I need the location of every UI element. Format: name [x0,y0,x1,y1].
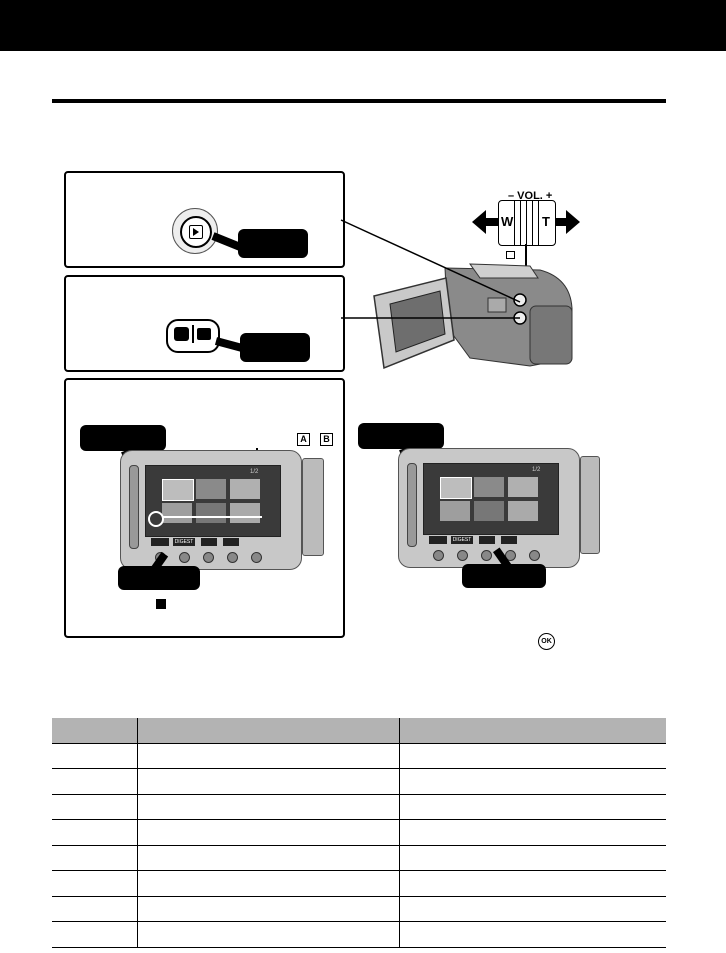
info-table [52,718,666,948]
arrow-right-icon [566,210,580,234]
camcorder-illustration [373,263,573,370]
label-pill [238,229,308,258]
touch-sensor-strip [407,463,417,547]
touch-sensor-strip [129,465,139,549]
label-pill [240,333,310,362]
play-button-illustration [172,208,218,254]
header-bar [0,0,726,51]
table-row [52,794,666,820]
mark-b: B [320,433,333,446]
callout-box-mode [64,275,345,372]
lcd-screen: 1/2 [145,465,281,537]
ok-icon-label: OK [541,638,552,645]
table-row [52,921,666,948]
table-row [52,845,666,871]
table-row [52,768,666,795]
section-title-rule [52,99,666,103]
digest-label: DIGEST [173,538,195,546]
t-label: T [542,214,550,229]
playlist-icon [506,251,515,259]
photo-camera-icon [197,328,211,340]
thumbnail-1 [440,477,472,499]
video-camera-icon [174,327,189,341]
callout-box-play [64,171,345,268]
thumbnail-3 [230,479,260,499]
ok-icon: OK [538,633,555,650]
table-row [52,870,666,897]
label-pill-bottom [118,566,200,590]
mark-a: A [297,433,310,446]
lcd-panel: 1/2 DIGEST [120,450,302,570]
page-indicator: 1/2 [532,467,541,473]
zoom-volume-dial: – VOL. + W T [472,184,582,259]
thumbnail-1 [162,479,194,501]
lcd-screen: 1/2 [423,463,559,535]
lcd-panel-right: 1/2 DIGEST [398,448,580,568]
lcd-round-buttons [425,550,555,561]
thumbnail-6 [230,503,260,523]
lcd-hinge-right [580,456,600,554]
callout-box-lcd: A B 1/2 DIGEST [64,378,345,638]
table-header-row [52,718,666,744]
lcd-button-bar: DIGEST [425,535,555,545]
mark-b-label: B [323,434,330,444]
digest-label: DIGEST [451,536,473,544]
thumbnail-5 [196,503,226,523]
page-indicator: 1/2 [250,469,259,475]
table-row [52,819,666,846]
label-pill-right-top [358,423,444,449]
mark-a-label: A [300,434,307,444]
table-row [52,896,666,922]
thumbnail-4 [440,501,470,521]
thumbnail-5 [474,501,504,521]
stop-icon [156,599,166,609]
thumbnail-2 [474,477,504,497]
thumbnail-4 [162,503,192,523]
dial-body: W T [498,200,556,246]
w-label: W [501,214,514,229]
arrow-left-icon [472,210,486,234]
label-pill-right-bottom [462,564,546,588]
thumbnail-2 [196,479,226,499]
lcd-button-bar: DIGEST [147,537,277,547]
label-pill-top [80,425,166,451]
lcd-hinge [302,458,324,556]
vol-label: – VOL. + [508,190,553,202]
thumbnail-6 [508,501,538,521]
mode-switch-illustration [166,319,220,353]
play-icon [189,225,203,239]
table-row [52,743,666,769]
thumbnail-3 [508,477,538,497]
